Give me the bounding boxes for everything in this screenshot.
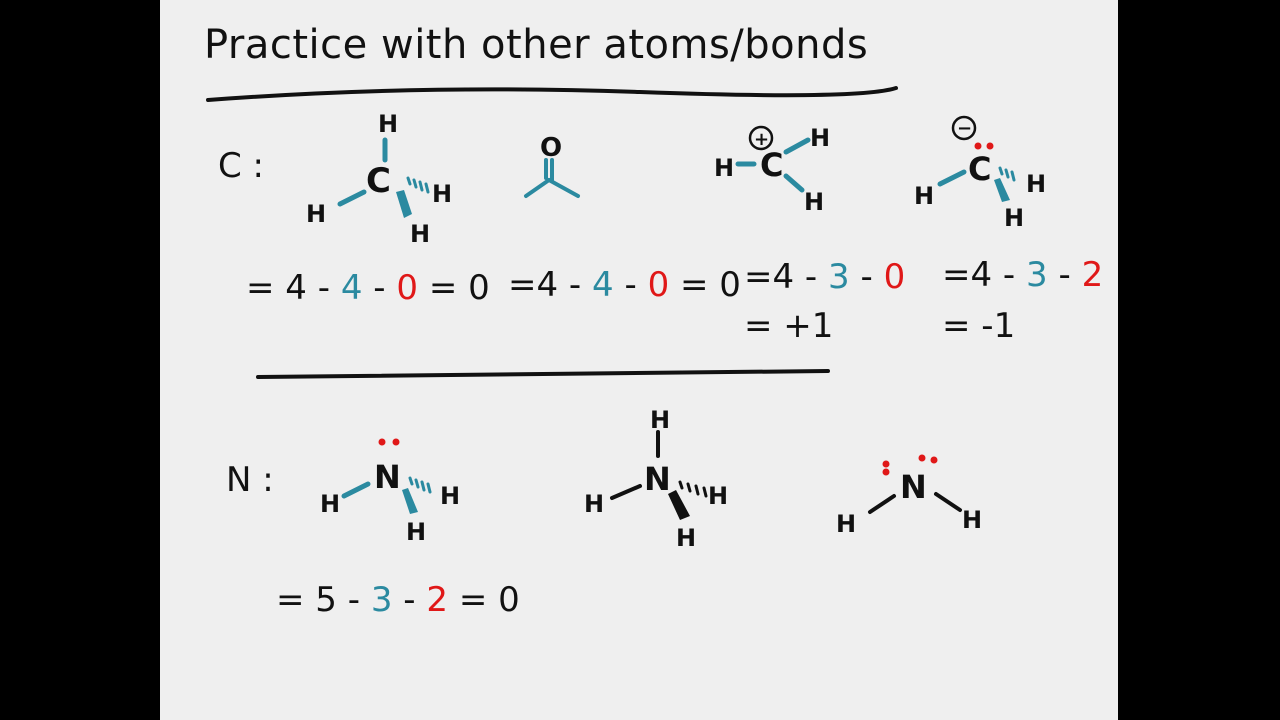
carbocation-structure: + C H H H [714, 124, 830, 216]
result-carbanion: = -1 [942, 306, 1016, 346]
section-divider [256, 369, 830, 379]
equation-ammonia: = 5 - 3 - 2 = 0 [276, 580, 520, 620]
amide-structure: N H H [836, 454, 982, 538]
charge-plus: + [754, 129, 769, 150]
positive-charge-icon [748, 125, 774, 151]
atom-h: H [306, 200, 326, 228]
carbanion-structure: − C H H H [914, 115, 1046, 232]
atom-c: C [968, 150, 991, 188]
atom-c: C [760, 146, 783, 184]
atom-h: H [914, 182, 934, 210]
atom-h: H [410, 220, 430, 248]
atom-h: H [804, 188, 824, 216]
atom-h: H [1004, 204, 1024, 232]
methane-structure: H C H H H [306, 110, 452, 248]
atom-h: H [320, 490, 340, 518]
title-underline [206, 86, 898, 102]
atom-h: H [650, 406, 670, 434]
atom-h: H [676, 524, 696, 552]
atom-n: N [644, 460, 671, 498]
atom-h: H [810, 124, 830, 152]
atom-n: N [900, 468, 927, 506]
atom-h: H [708, 482, 728, 510]
ammonium-structure: H N H H H [584, 406, 728, 552]
atom-o: O [540, 133, 562, 163]
negative-charge-icon [951, 115, 977, 141]
atom-c: C [366, 161, 391, 201]
atom-h: H [432, 180, 452, 208]
equation-methane: = 4 - 4 - 0 = 0 [246, 268, 490, 308]
nitrogen-label: N : [226, 460, 274, 500]
atom-h: H [584, 490, 604, 518]
page-title: Practice with other atoms/bonds [204, 22, 869, 68]
atom-h: H [406, 518, 426, 546]
atom-h: H [714, 154, 734, 182]
equation-carbocation: =4 - 3 - 0 [744, 257, 906, 297]
atom-h: H [378, 110, 398, 138]
atom-h: H [440, 482, 460, 510]
result-carbocation: = +1 [744, 306, 834, 346]
ammonia-structure: N H H H [320, 438, 460, 546]
atom-h: H [962, 506, 982, 534]
equation-carbonyl: =4 - 4 - 0 = 0 [508, 265, 741, 305]
carbonyl-structure: O [524, 133, 580, 198]
atom-n: N [374, 458, 401, 496]
equation-carbanion: =4 - 3 - 2 [942, 255, 1104, 295]
charge-minus: − [957, 118, 972, 139]
carbon-label: C : [218, 146, 265, 186]
atom-h: H [1026, 170, 1046, 198]
atom-h: H [836, 510, 856, 538]
